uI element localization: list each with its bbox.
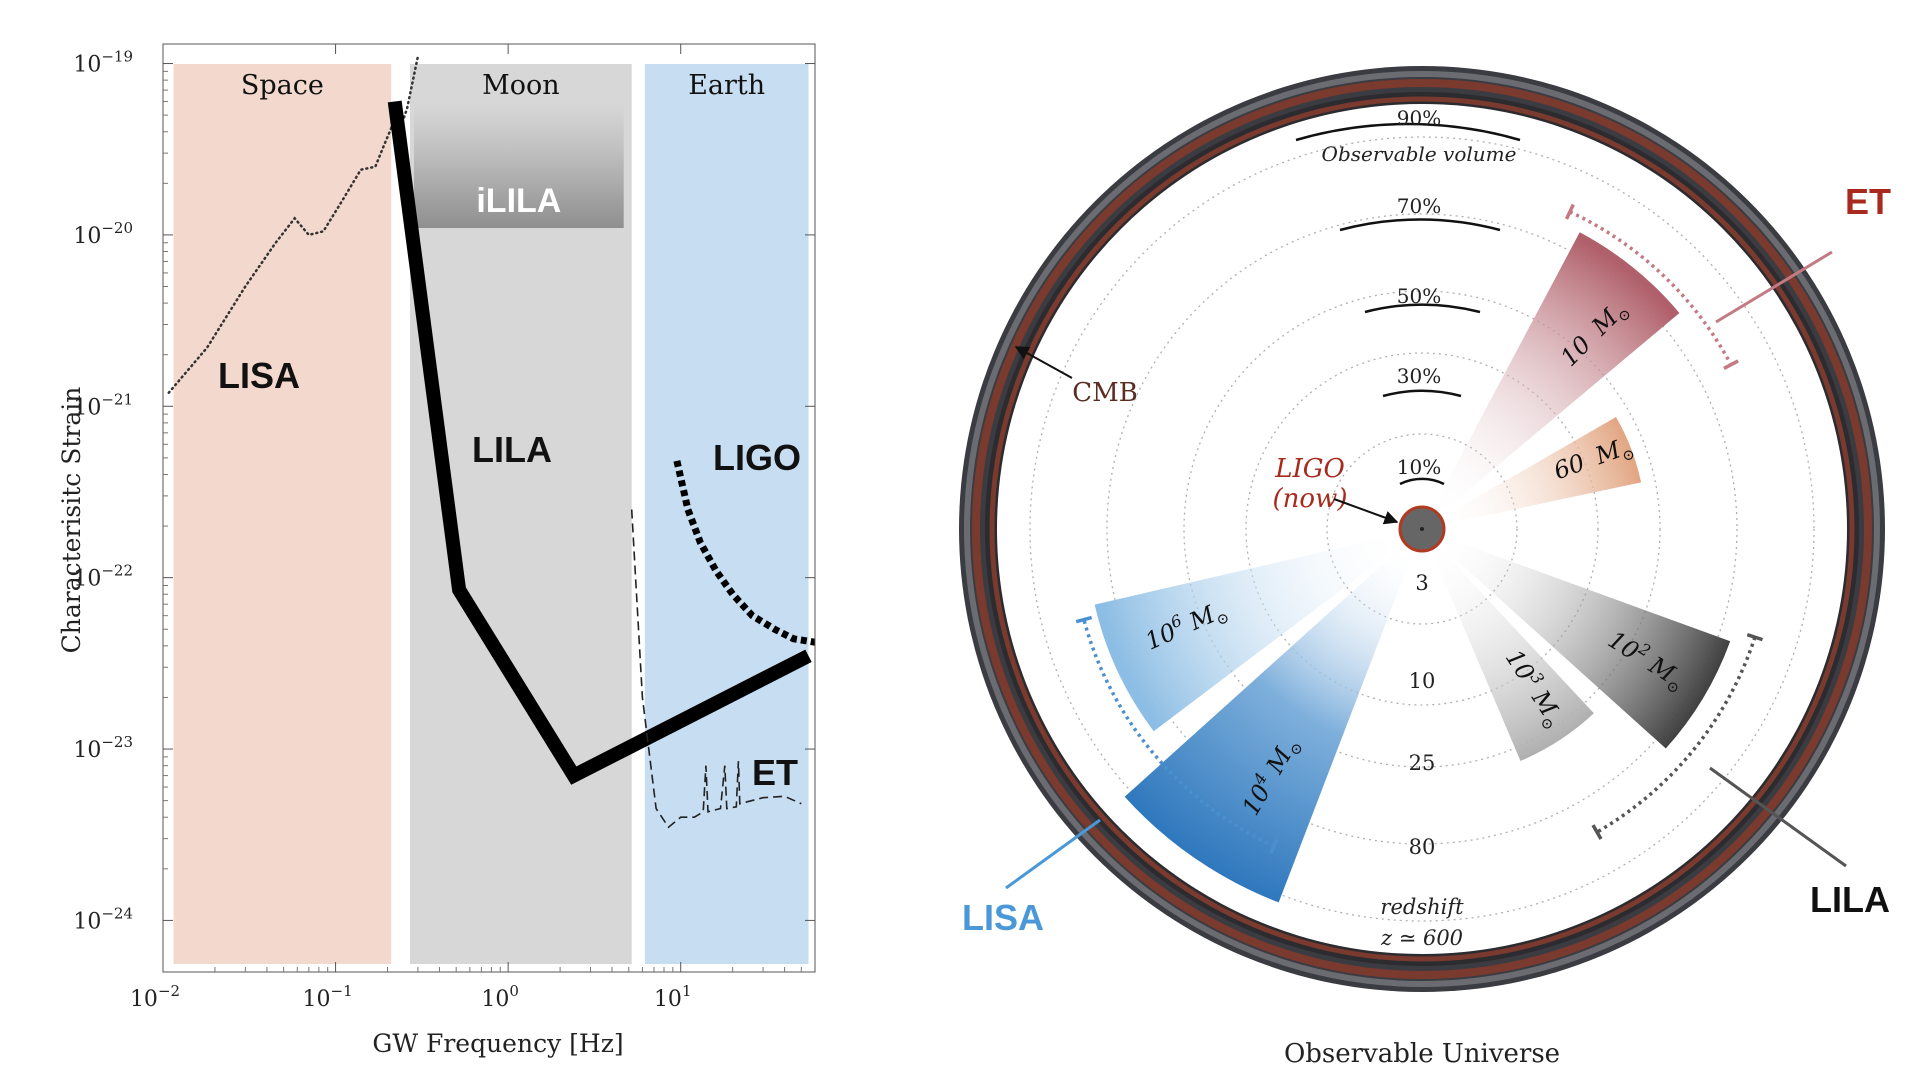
ligo-now-arrow (1333, 498, 1399, 525)
curve-lisa (167, 55, 420, 394)
y-tick-label: 10−23 (73, 733, 133, 763)
wedge-6 (1094, 529, 1422, 732)
redshift-3: 3 (1415, 571, 1428, 595)
wedge-4 (1422, 529, 1594, 761)
band-earth (644, 64, 809, 964)
x-tick-label: 10−2 (130, 982, 180, 1012)
volume-10: 10% (1397, 455, 1441, 479)
x-axis-label: GW Frequency [Hz] (372, 1029, 623, 1058)
et-range-cap (1723, 359, 1739, 370)
y-tick-label: 10−20 (73, 219, 133, 249)
wedge-3 (1422, 529, 1731, 749)
y-tick-label: 10−24 (73, 904, 133, 934)
ligo-curve-label: LIGO (713, 437, 801, 478)
redshift-10: 10 (1409, 669, 1436, 693)
y-tick-label: 10−22 (73, 562, 133, 592)
et-range: ET (1569, 181, 1891, 366)
volume-labels: 90% 70% 50% 30% 10% Observable volume (1322, 106, 1517, 479)
lila-range: LILA (1596, 636, 1890, 920)
redshift-label: redshift (1380, 895, 1464, 919)
lila-leader-line (1709, 766, 1847, 868)
detector-wedges: 10 M⊙60 M⊙102 M⊙103 M⊙104 M⊙106 M⊙ (1075, 203, 1764, 903)
sensitivity-curves (167, 55, 816, 829)
y-axis-label: Characterisitc Strain (57, 387, 86, 654)
redshift-labels: 3 10 25 80 redshift z ≃ 600 (1380, 571, 1464, 950)
axis-ticks: 10−2 10−1 100 101 10−24 10−23 10−22 10−21 10−20 1… (73, 44, 815, 1012)
wedge-5 (1124, 529, 1422, 903)
redshift-25: 25 (1409, 751, 1436, 775)
lila-range-cap (1591, 824, 1603, 840)
wedge-2 (1422, 417, 1642, 529)
ilila-box (414, 104, 624, 228)
ilila-label: iLILA (476, 182, 561, 220)
volume-30: 30% (1397, 364, 1441, 388)
redshift-grid (1029, 136, 1815, 922)
lila-range-cap (1746, 633, 1764, 642)
lisa-range: LISA (962, 619, 1275, 938)
volume-70: 70% (1397, 194, 1441, 218)
lisa-leader-line (1005, 818, 1101, 890)
wedge-1 (1422, 232, 1680, 530)
lisa-range-cap (1075, 615, 1093, 624)
y-tick-label: 10−19 (73, 48, 133, 78)
volume-50: 50% (1397, 284, 1441, 308)
curve-ligo (673, 460, 816, 646)
band-label-moon: Moon (482, 70, 560, 101)
et-curve-label: ET (752, 752, 798, 793)
et-detector-label: ET (1845, 181, 1891, 222)
x-tick-label: 101 (654, 982, 692, 1012)
curve-lila (387, 100, 812, 785)
diagram-caption: Observable Universe (1284, 1039, 1560, 1069)
cmb-arrow (1014, 346, 1073, 379)
plot-frame (162, 43, 816, 973)
observable-volume-label: Observable volume (1322, 142, 1517, 166)
cmb-redshift: z ≃ 600 (1380, 926, 1463, 950)
strain-chart: Space Moon Earth iLILA 10−2 10−1 100 101 10−24… (57, 43, 816, 1058)
x-tick-label: 100 (481, 982, 519, 1012)
et-leader-line (1715, 250, 1833, 324)
lisa-detector-label: LISA (962, 897, 1044, 938)
outer-ring-edge (964, 71, 1880, 987)
band-label-earth: Earth (688, 70, 765, 101)
band-space (173, 64, 392, 964)
lisa-curve-label: LISA (218, 355, 300, 396)
cmb-ring (972, 79, 1872, 979)
y-tick-label: 10−21 (73, 390, 133, 420)
cmb-label: CMB (1072, 378, 1138, 408)
cmb-inner-ring (989, 96, 1855, 962)
ligo-now-label: LIGO (1274, 454, 1345, 484)
lila-curve-label: LILA (472, 429, 552, 470)
x-tick-label: 10−1 (303, 982, 353, 1012)
redshift-80: 80 (1409, 835, 1436, 859)
ligo-now-center (1420, 527, 1424, 531)
volume-90: 90% (1397, 106, 1441, 130)
lila-detector-label: LILA (1810, 879, 1890, 920)
volume-arcs (1295, 122, 1521, 486)
band-label-space: Space (241, 70, 324, 101)
observable-universe-diagram: 90% 70% 50% 30% 10% Observable volume 10… (959, 66, 1891, 1069)
